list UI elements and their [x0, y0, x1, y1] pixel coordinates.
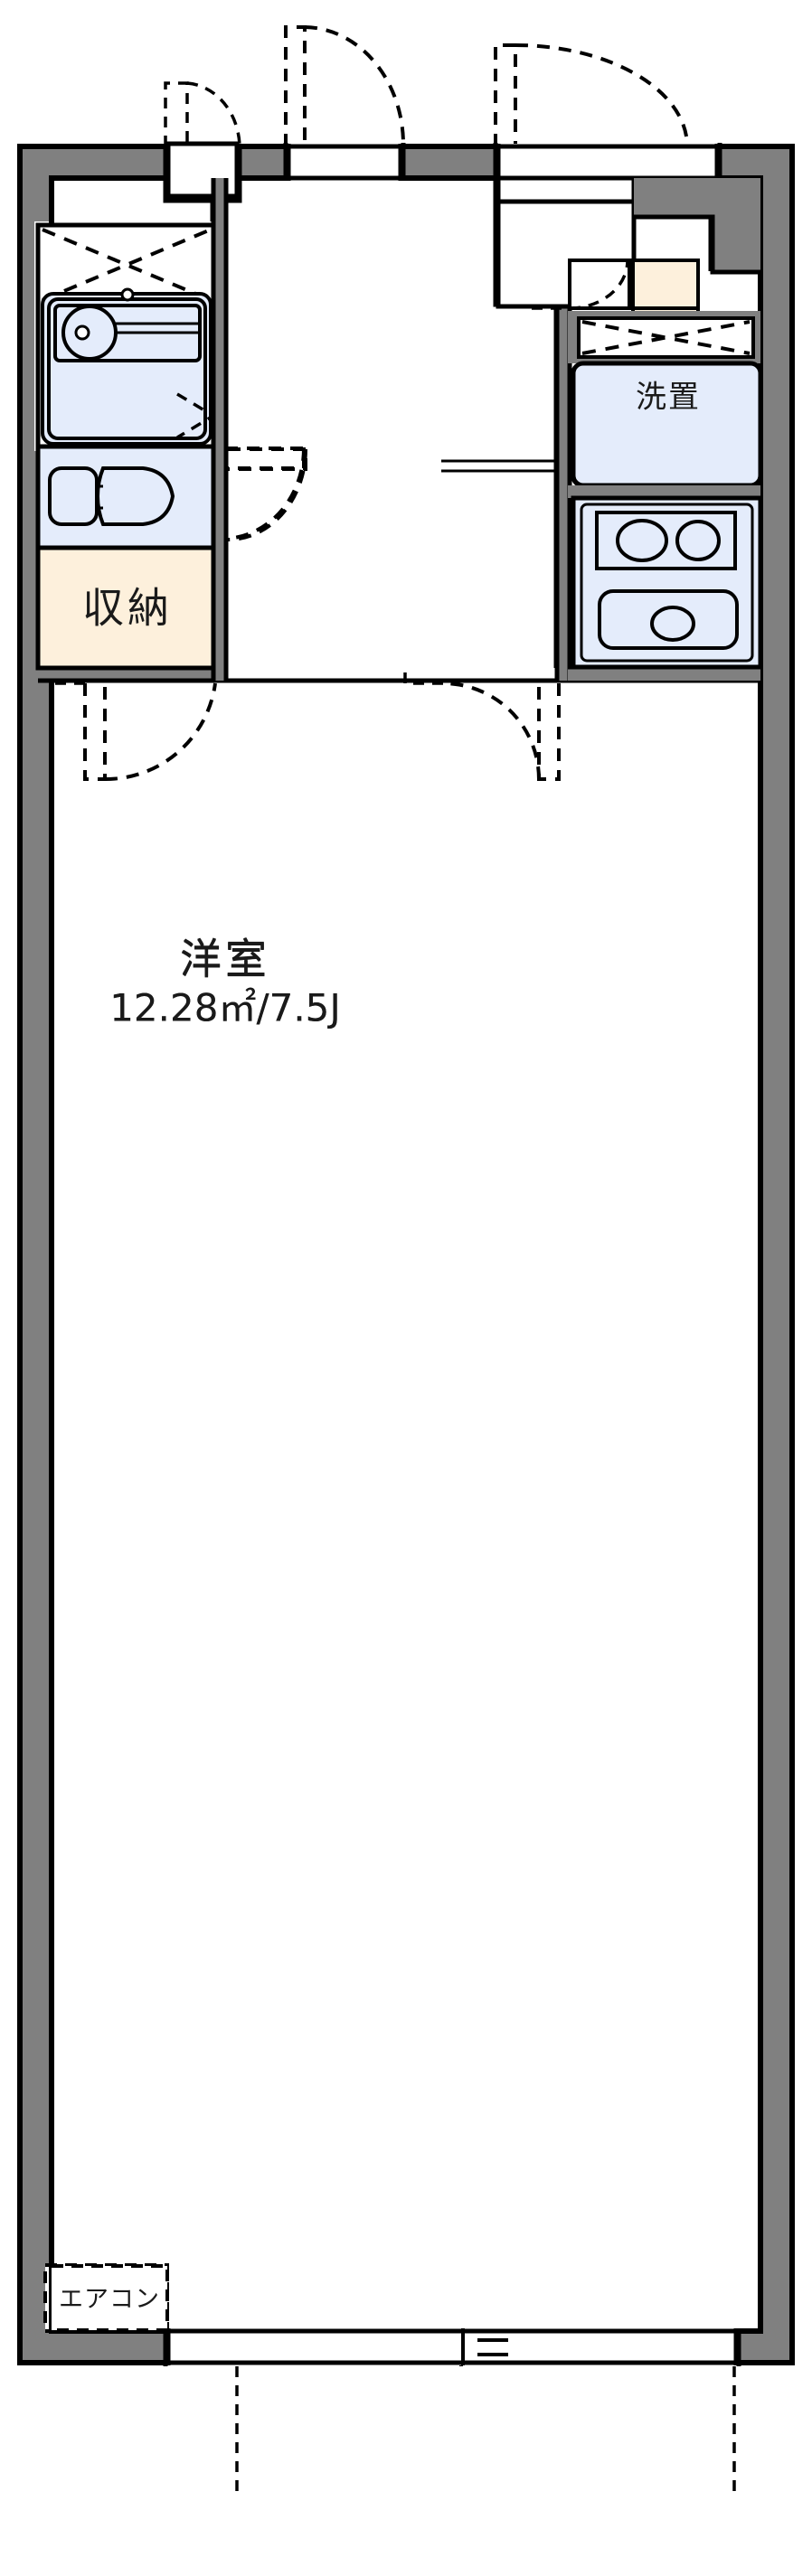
- entrance-door-swing-arc: [304, 25, 406, 147]
- kitchen-sink-drain-final: [650, 606, 695, 642]
- upper-cab-x-a: [581, 320, 751, 355]
- top-openings-overlay: [165, 141, 720, 199]
- shoe-box-arc-final: [569, 259, 629, 310]
- top-window-arc: [515, 43, 689, 147]
- doors-overlay: [52, 447, 561, 782]
- hall-room-arc-final: [442, 682, 541, 780]
- bottom-opening-overlay: [165, 2328, 739, 2365]
- wet-block-final: 収納: [35, 178, 229, 683]
- balcony-opening-overlay: [168, 2328, 736, 2365]
- bath-door-arc-final: [227, 448, 307, 541]
- topwin-opening-overlay: [498, 144, 717, 181]
- main-room-name-final: 洋室: [180, 935, 270, 983]
- bath-basin-drain-final2: [74, 324, 90, 341]
- hall-room-sill-final: [403, 668, 443, 685]
- main-room-floor: [52, 681, 760, 2331]
- bathwin-overlay-frame: [165, 141, 240, 199]
- aircon-box-final: [52, 2264, 169, 2332]
- stove-burner-left-final: [616, 519, 668, 562]
- closet-label-final: 収納: [82, 584, 173, 633]
- entrance-door-leaf: [284, 25, 307, 146]
- hall-room-leaf-final: [537, 683, 561, 781]
- closet-bottom-wall: [38, 668, 215, 681]
- wall-step-outline-final: [634, 214, 760, 275]
- main-room-labels: 洋室 12.28㎡/7.5J: [109, 935, 341, 1030]
- kitchen-final: 洗置: [496, 175, 763, 681]
- closet-room-door-final[interactable]: [52, 682, 217, 782]
- kitchen-part-wall-final: [557, 307, 570, 681]
- aircon-label-final: エアコン: [59, 2286, 160, 2314]
- top-window-leaf: [494, 43, 517, 146]
- main-room-area-final: 12.28㎡/7.5J: [109, 986, 341, 1030]
- bath-window-swing-arc: [186, 81, 241, 147]
- upper-cab-final: [577, 316, 755, 359]
- toilet-tank-final: [48, 466, 99, 526]
- stove-burner-right-final: [675, 520, 721, 561]
- main-room-area: 12.28㎡/7.5J: [109, 986, 341, 1030]
- closet-leaf-final: [83, 683, 107, 781]
- wall-step-final: [634, 178, 760, 272]
- aircon-final: エアコン: [52, 2264, 169, 2332]
- kitchen-base-wall-final: [568, 667, 760, 681]
- main-room-name: 洋室: [180, 935, 270, 984]
- hall-details: [441, 459, 556, 473]
- washer-label-final: 洗置: [636, 380, 701, 416]
- bath-x-final-a: [42, 228, 212, 302]
- bath-door-final[interactable]: [227, 447, 307, 541]
- upper-cab-x-b: [581, 320, 751, 355]
- bath-x-final-b: [42, 228, 212, 302]
- toilet-bowl-final: [95, 466, 175, 526]
- kitchen-divider-wall: [568, 485, 760, 498]
- wet-block-right-wall: [213, 178, 226, 681]
- closet-room-final: [35, 545, 218, 671]
- closet-arc-final: [104, 682, 217, 782]
- bath-door-swing-arc: [224, 447, 306, 541]
- bath-tub-drain-final2: [120, 287, 135, 302]
- hall-room-door-final[interactable]: [403, 668, 561, 781]
- fridge-space-final: [631, 259, 700, 310]
- bath-window-sash: [164, 81, 189, 146]
- entrance-opening-overlay: [288, 144, 401, 181]
- hall-room-opening: [380, 668, 561, 681]
- main-room: 洋室 12.28㎡/7.5J: [52, 678, 760, 2331]
